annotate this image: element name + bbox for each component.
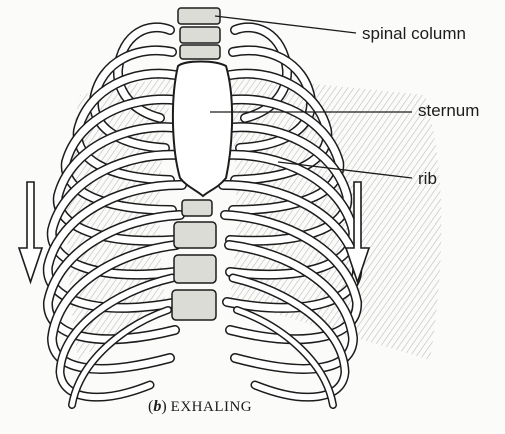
sternum-bone: [173, 62, 232, 197]
figure-caption: (b) EXHALING: [148, 398, 252, 416]
down-arrow-icon: [19, 182, 42, 282]
spinal-column-label: spinal column: [362, 25, 466, 42]
caption-close-paren: ): [161, 398, 166, 415]
sternum-label: sternum: [418, 102, 479, 119]
rib-label: rib: [418, 170, 437, 187]
caption-word: EXHALING: [171, 399, 252, 415]
